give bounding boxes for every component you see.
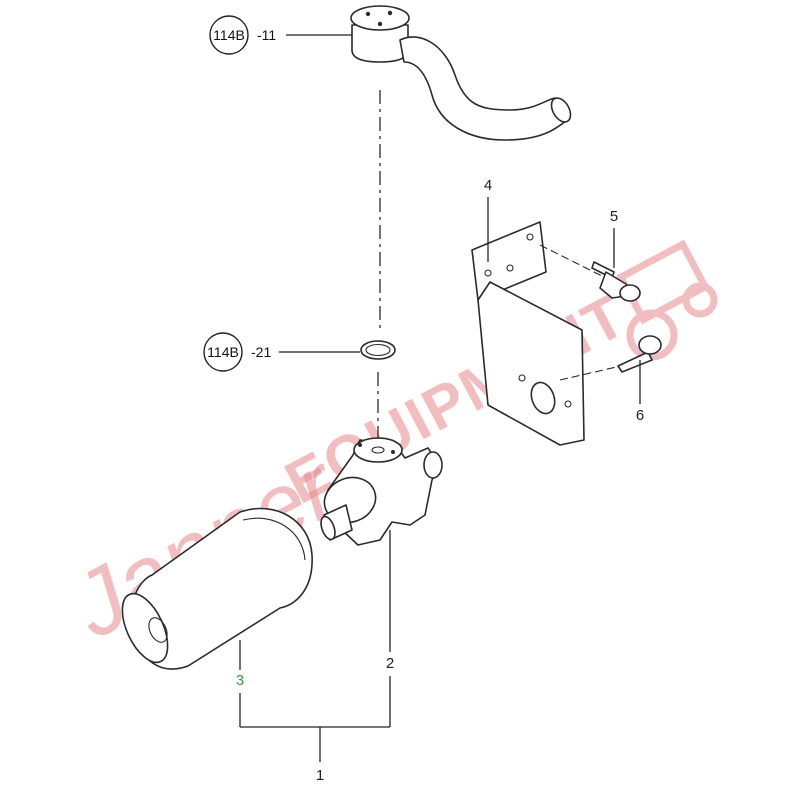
bracket xyxy=(471,221,585,446)
filter-cartridge xyxy=(121,507,313,670)
item-6-label: 6 xyxy=(636,407,644,424)
callout-item-6: 6 xyxy=(636,360,644,424)
callout-items-1-2-3: 2 3 1 xyxy=(236,530,394,784)
hose-assembly xyxy=(350,5,572,141)
callout-114b-11-circle-text: 114B xyxy=(213,27,245,43)
callout-114b-11: 114B -11 xyxy=(209,15,352,55)
item-4-label: 4 xyxy=(484,177,492,194)
bolt-6 xyxy=(617,335,662,373)
callout-114b-21-suffix: -21 xyxy=(251,344,271,360)
callout-114b-21: 114B -21 xyxy=(203,332,360,372)
callout-item-5: 5 xyxy=(610,208,618,268)
filter-head xyxy=(320,437,443,546)
item-1-label: 1 xyxy=(316,767,324,784)
callout-item-4: 4 xyxy=(484,177,492,262)
item-5-label: 5 xyxy=(610,208,618,225)
o-ring xyxy=(360,340,396,360)
item-3-label: 3 xyxy=(236,672,244,689)
bolt-axis-lower xyxy=(559,364,626,381)
bolt-axis-upper xyxy=(539,244,611,281)
bolt-5 xyxy=(591,261,641,302)
callout-114b-11-suffix: -11 xyxy=(257,27,276,43)
item-2-label: 2 xyxy=(386,655,394,672)
callout-114b-21-circle-text: 114B xyxy=(207,344,239,360)
